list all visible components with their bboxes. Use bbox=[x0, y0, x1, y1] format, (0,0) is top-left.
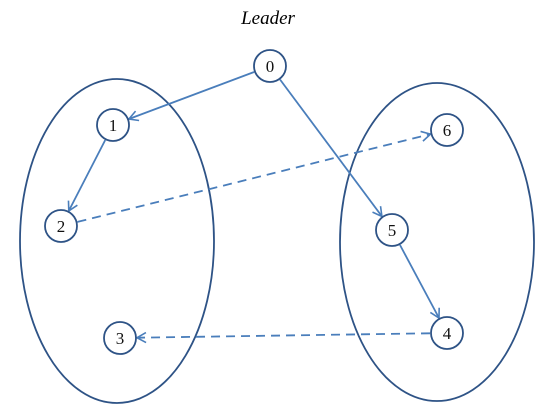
edge-0-to-5 bbox=[279, 79, 383, 218]
node-6: 6 bbox=[430, 113, 464, 147]
diagram-title: Leader bbox=[240, 8, 295, 29]
nodes-layer: 0 1 2 3 4 5 6 bbox=[44, 49, 464, 355]
node-label: 2 bbox=[57, 217, 66, 236]
edge-2-to-6 bbox=[77, 130, 433, 223]
cluster-right-group bbox=[339, 82, 535, 402]
node-2: 2 bbox=[44, 209, 78, 243]
node-0: 0 bbox=[253, 49, 287, 83]
edge-0-to-1 bbox=[127, 71, 255, 122]
node-label: 1 bbox=[109, 116, 118, 135]
node-circle bbox=[430, 113, 464, 147]
edge-4-to-3 bbox=[135, 331, 431, 344]
node-label: 4 bbox=[443, 324, 452, 343]
node-label: 3 bbox=[116, 329, 125, 348]
node-4: 4 bbox=[430, 316, 464, 350]
node-label: 0 bbox=[266, 57, 275, 76]
node-circle bbox=[96, 108, 130, 142]
node-3: 3 bbox=[103, 321, 137, 355]
edges-layer bbox=[67, 71, 440, 344]
edge-5-to-4 bbox=[399, 244, 440, 320]
node-label: 6 bbox=[443, 121, 452, 140]
node-circle bbox=[103, 321, 137, 355]
node-5: 5 bbox=[375, 213, 409, 247]
node-circle bbox=[430, 316, 464, 350]
clusters-layer bbox=[19, 78, 535, 404]
node-1: 1 bbox=[96, 108, 130, 142]
node-circle bbox=[253, 49, 287, 83]
node-circle bbox=[44, 209, 78, 243]
node-label: 5 bbox=[388, 221, 397, 240]
edge-1-to-2 bbox=[67, 139, 107, 213]
cluster-left-group bbox=[19, 78, 215, 404]
node-circle bbox=[375, 213, 409, 247]
